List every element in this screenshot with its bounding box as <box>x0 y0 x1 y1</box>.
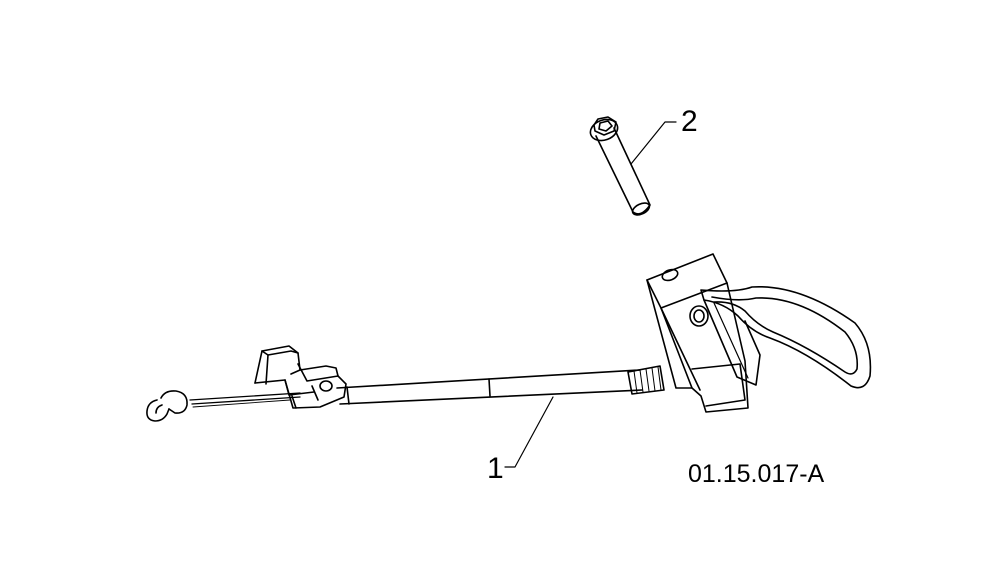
control-cable-part <box>147 254 871 467</box>
figure-code: 01.15.017-A <box>688 460 825 488</box>
callout-1: 1 <box>487 452 504 485</box>
pin-part <box>587 116 676 218</box>
callout-2: 2 <box>681 105 698 138</box>
